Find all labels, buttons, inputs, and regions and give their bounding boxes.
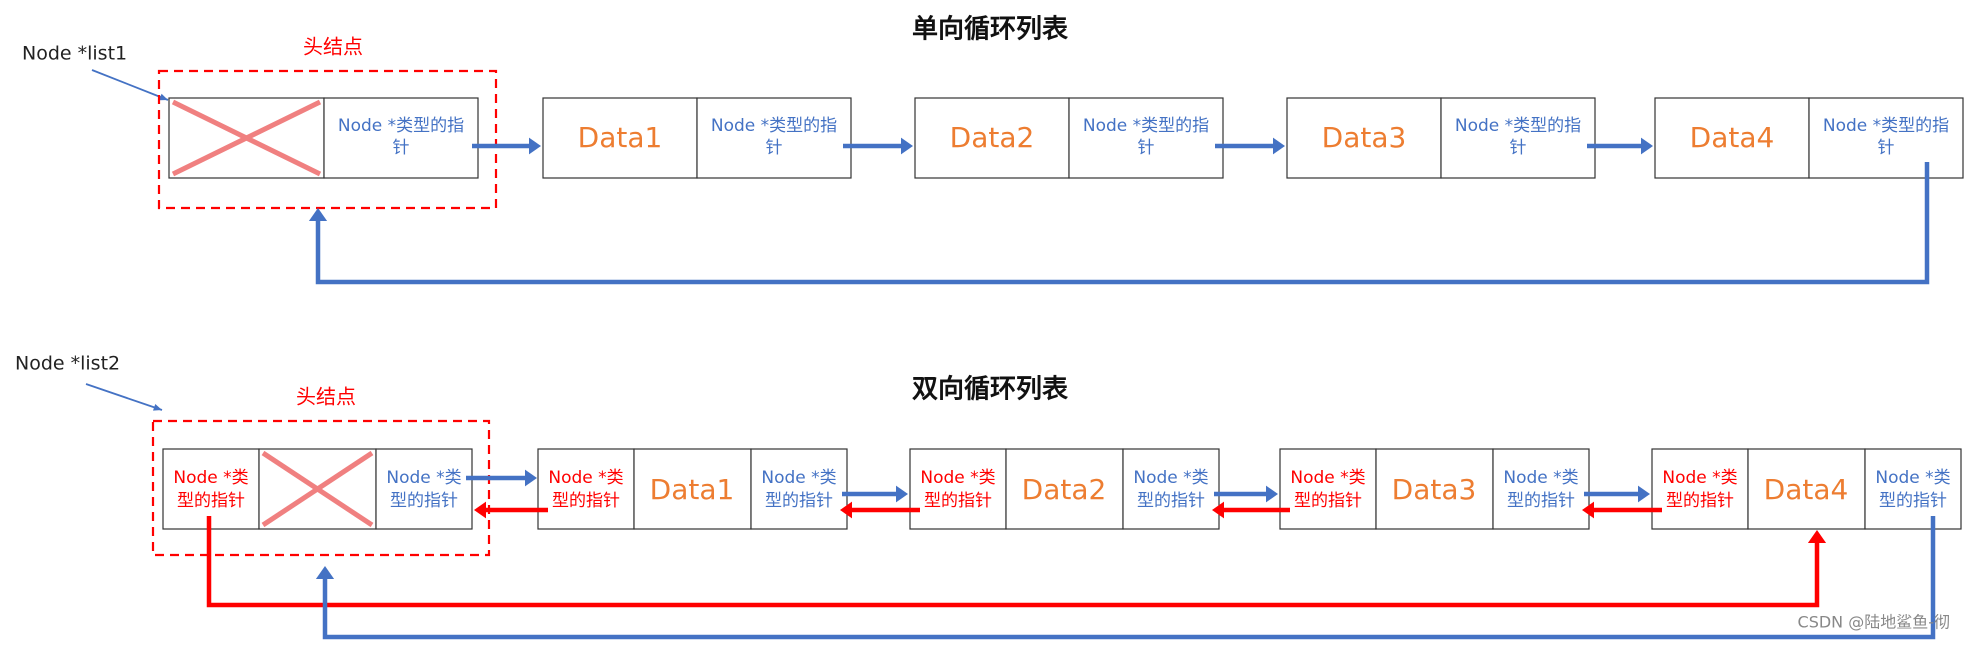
- singly-node-4-data-label: Data4: [1690, 121, 1775, 154]
- singly-head-cross-b: [171, 99, 322, 177]
- doubly-next-arrow-1-to-2-head: [896, 485, 908, 503]
- doubly-head-prev-to-tail-arrow: [206, 516, 1820, 608]
- doubly-node-2-prev-cell: [909, 448, 1007, 530]
- singly-node-2-next-label-2: 针: [1138, 138, 1155, 158]
- doubly-node-4-prev-label-2: 型的指针: [1666, 491, 1734, 511]
- doubly-node-1-next-label-1: Node *类: [761, 468, 836, 488]
- singly-head-dashed-box: [157, 69, 498, 210]
- singly-next-arrow-3-to-4-head: [1641, 137, 1653, 155]
- doubly-node-2-prev-label-2: 型的指针: [924, 491, 992, 511]
- singly-node-2-next-label-1: Node *类型的指: [1083, 116, 1209, 136]
- doubly-node-1-prev-cell: [537, 448, 635, 530]
- doubly-head-prev-cell: [162, 448, 260, 530]
- singly-pointer-arrow: [91, 69, 169, 101]
- doubly-head-next-cell: [375, 448, 473, 530]
- doubly-head-cross-b: [261, 450, 374, 528]
- doubly-node-4-next-cell: [1864, 448, 1962, 530]
- doubly-head-dashed-box: [151, 419, 491, 557]
- doubly-node-2-next-label-2: 型的指针: [1137, 491, 1205, 511]
- singly-pointer-label: Node *list1: [22, 43, 127, 65]
- doubly-node-2-data-cell: [1005, 448, 1124, 530]
- singly-node-2-next-cell: [1068, 97, 1224, 179]
- doubly-title: 双向循环列表: [912, 374, 1069, 405]
- singly-node-4-next-label-2: 针: [1878, 138, 1895, 158]
- singly-circular-arrow-head: [308, 208, 328, 221]
- singly-node-3-data-cell: [1286, 97, 1442, 179]
- doubly-node-3-data-cell: [1375, 448, 1494, 530]
- doubly-head-prev-to-tail-arrow-head: [1807, 530, 1827, 543]
- doubly-tail-next-to-head-arrow: [322, 516, 1936, 640]
- doubly-node-4-next-label-1: Node *类: [1875, 468, 1950, 488]
- doubly-next-arrow-3-to-4-head: [1638, 485, 1650, 503]
- singly-node-4-next-label-1: Node *类型的指: [1823, 116, 1949, 136]
- singly-circular-arrow: [315, 162, 1930, 285]
- singly-node-1-next-label-1: Node *类型的指: [711, 116, 837, 136]
- singly-head-next-label-1: Node *类型的指: [338, 116, 464, 136]
- doubly-node-3-data-label: Data3: [1392, 473, 1477, 506]
- doubly-pointer-arrow: [85, 383, 163, 411]
- doubly-node-2-data-label: Data2: [1022, 473, 1107, 506]
- doubly-node-4-prev-cell: [1651, 448, 1749, 530]
- singly-node-1-data-cell: [542, 97, 698, 179]
- singly-node-3-next-cell: [1440, 97, 1596, 179]
- singly-node-1-next-label-2: 针: [766, 138, 783, 158]
- doubly-node-3-prev-label-2: 型的指针: [1294, 491, 1362, 511]
- doubly-node-1-data-cell: [633, 448, 752, 530]
- doubly-node-1-next-cell: [750, 448, 848, 530]
- singly-pointer-arrow-head: [159, 93, 168, 101]
- doubly-node-4-data-label: Data4: [1764, 473, 1849, 506]
- singly-node-1-next-cell: [696, 97, 852, 179]
- doubly-node-4-prev-label-1: Node *类: [1662, 468, 1737, 488]
- singly-head-next-cell: [323, 97, 479, 179]
- doubly-node-4-data-cell: [1747, 448, 1866, 530]
- doubly-head-label: 头结点: [296, 385, 356, 409]
- doubly-node-1-prev-label-2: 型的指针: [552, 491, 620, 511]
- singly-head-next-label-2: 针: [393, 138, 410, 158]
- doubly-pointer-arrow-head: [153, 404, 162, 411]
- doubly-prev-arrow-1-to-head-head: [474, 501, 486, 519]
- singly-node-2-data-cell: [914, 97, 1070, 179]
- doubly-node-3-prev-label-1: Node *类: [1290, 468, 1365, 488]
- singly-node-3-data-label: Data3: [1322, 121, 1407, 154]
- doubly-pointer-label: Node *list2: [15, 353, 120, 375]
- doubly-node-3-prev-cell: [1279, 448, 1377, 530]
- doubly-prev-arrow-4-to-3-head: [1582, 501, 1594, 519]
- doubly-node-3-next-label-2: 型的指针: [1507, 491, 1575, 511]
- doubly-node-2-prev-label-1: Node *类: [920, 468, 995, 488]
- doubly-node-3-next-cell: [1492, 448, 1590, 530]
- doubly-node-2-next-label-1: Node *类: [1133, 468, 1208, 488]
- singly-head-label: 头结点: [303, 35, 363, 59]
- doubly-node-1-data-label: Data1: [650, 473, 735, 506]
- doubly-head-next-label-1: Node *类: [386, 468, 461, 488]
- singly-title: 单向循环列表: [912, 14, 1069, 45]
- singly-next-arrow-2-to-3-head: [1273, 137, 1285, 155]
- doubly-node-4-next-label-2: 型的指针: [1879, 491, 1947, 511]
- doubly-node-1-next-label-2: 型的指针: [765, 491, 833, 511]
- watermark: CSDN @陆地鲨鱼-彻: [1798, 613, 1950, 632]
- singly-node-4-next-cell: [1808, 97, 1964, 179]
- doubly-head-prev-label-1: Node *类: [173, 468, 248, 488]
- doubly-next-arrow-2-to-3-head: [1266, 485, 1278, 503]
- doubly-tail-next-to-head-arrow-head: [315, 566, 335, 579]
- doubly-node-2-next-cell: [1122, 448, 1220, 530]
- doubly-prev-arrow-3-to-2-head: [1212, 501, 1224, 519]
- singly-node-1-data-label: Data1: [578, 121, 663, 154]
- singly-node-2-data-label: Data2: [950, 121, 1035, 154]
- singly-node-3-next-label-1: Node *类型的指: [1455, 116, 1581, 136]
- doubly-node-1-prev-label-1: Node *类: [548, 468, 623, 488]
- doubly-head-prev-label-2: 型的指针: [177, 491, 245, 511]
- singly-next-arrow-head-to-1-head: [529, 137, 541, 155]
- singly-next-arrow-1-to-2-head: [901, 137, 913, 155]
- singly-node-3-next-label-2: 针: [1510, 138, 1527, 158]
- doubly-node-3-next-label-1: Node *类: [1503, 468, 1578, 488]
- doubly-next-arrow-head-to-1-head: [525, 469, 537, 487]
- doubly-prev-arrow-2-to-1-head: [840, 501, 852, 519]
- doubly-head-next-label-2: 型的指针: [390, 491, 458, 511]
